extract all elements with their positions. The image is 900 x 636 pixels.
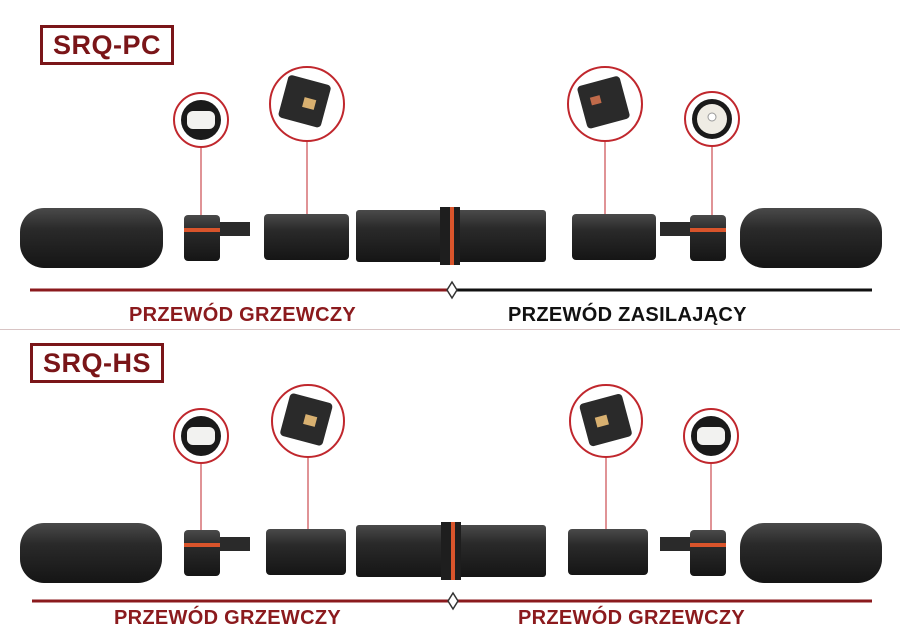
- end-cap: [740, 523, 882, 583]
- connector-exploded-view: [20, 66, 882, 300]
- model-label: SRQ-HS: [30, 343, 165, 383]
- gland-nut: [660, 530, 726, 576]
- central-housing: [356, 522, 546, 580]
- contact-insert: [568, 529, 648, 575]
- seal-detail-circle: [684, 91, 740, 147]
- left-cable-caption: PRZEWÓD GRZEWCZY: [114, 607, 342, 629]
- end-cap: [20, 208, 163, 268]
- contact-insert: [266, 529, 346, 575]
- seal-detail-circle: [173, 408, 229, 464]
- junction-marker: [446, 280, 458, 300]
- insert-detail-circle: [269, 66, 345, 142]
- gland-nut: [660, 215, 726, 261]
- end-cap: [20, 523, 162, 583]
- seal-detail-circle: [683, 408, 739, 464]
- insert-detail-circle: [567, 66, 643, 142]
- gland-nut: [184, 215, 250, 261]
- seal-detail-circle: [173, 92, 229, 148]
- srq-pc-panel: SRQ-PC: [20, 25, 882, 326]
- connector-exploded-view: [20, 384, 882, 611]
- model-label: SRQ-PC: [40, 25, 175, 65]
- gland-nut: [184, 530, 250, 576]
- right-cable-caption: PRZEWÓD ZASILAJĄCY: [508, 304, 747, 326]
- junction-marker: [447, 591, 459, 611]
- insert-detail-circle: [569, 384, 643, 458]
- panel-divider: [0, 329, 900, 330]
- srq-hs-panel: SRQ-HS: [0, 318, 900, 636]
- central-housing: [356, 207, 546, 265]
- contact-insert: [572, 214, 656, 260]
- right-cable-caption: PRZEWÓD GRZEWCZY: [518, 607, 746, 629]
- contact-insert: [264, 214, 349, 260]
- insert-detail-circle: [271, 384, 345, 458]
- end-cap: [740, 208, 882, 268]
- left-cable-caption: PRZEWÓD GRZEWCZY: [129, 304, 357, 326]
